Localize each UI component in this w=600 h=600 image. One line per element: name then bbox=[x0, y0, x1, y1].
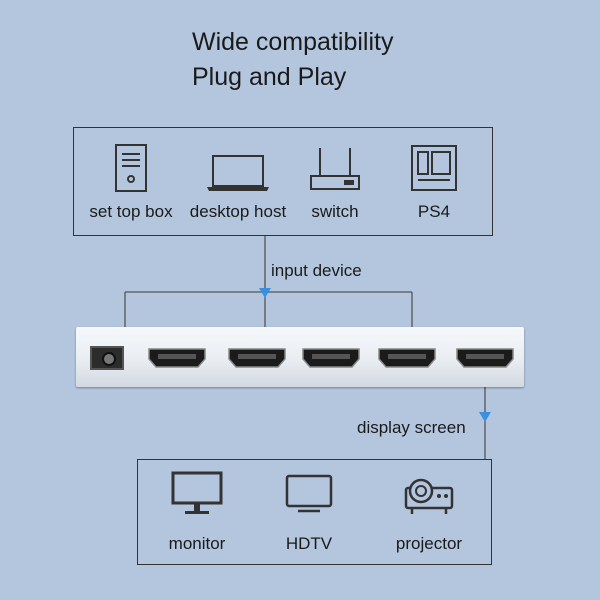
device-switch: switch bbox=[302, 144, 368, 222]
input-arrow-icon bbox=[259, 288, 271, 298]
device-label: monitor bbox=[168, 534, 226, 553]
projector-icon bbox=[404, 478, 454, 514]
hdmi-port-icon bbox=[456, 348, 514, 368]
device-label: switch bbox=[311, 202, 359, 221]
monitor-icon bbox=[171, 471, 223, 514]
input-devices-box bbox=[73, 127, 493, 236]
device-label: PS4 bbox=[417, 202, 451, 221]
dc-power-jack-icon bbox=[90, 346, 124, 370]
tv-icon bbox=[285, 474, 333, 513]
hdmi-port-icon bbox=[148, 348, 206, 368]
display-screen-label: display screen bbox=[357, 418, 466, 437]
title-line-2: Plug and Play bbox=[192, 63, 347, 91]
hdmi-port-icon bbox=[228, 348, 286, 368]
device-projector: projector bbox=[384, 470, 474, 554]
device-hdtv: HDTV bbox=[273, 470, 345, 554]
game-console-icon bbox=[411, 145, 457, 191]
hdmi-switch-device bbox=[76, 327, 524, 387]
device-label: desktop host bbox=[189, 202, 287, 221]
device-monitor: monitor bbox=[160, 470, 234, 554]
device-set-top-box: set top box bbox=[86, 144, 176, 222]
device-label: HDTV bbox=[285, 534, 333, 553]
title-line-1: Wide compatibility bbox=[192, 28, 394, 56]
device-label: set top box bbox=[89, 202, 173, 221]
device-ps4: PS4 bbox=[404, 144, 464, 222]
input-device-label: input device bbox=[271, 261, 362, 280]
device-label: projector bbox=[395, 534, 463, 553]
laptop-icon bbox=[207, 155, 269, 191]
router-icon bbox=[310, 148, 360, 190]
hdmi-port-icon bbox=[302, 348, 360, 368]
device-desktop-host: desktop host bbox=[184, 144, 292, 222]
output-arrow-icon bbox=[479, 412, 491, 422]
output-devices-box bbox=[137, 459, 492, 565]
set-top-box-icon bbox=[115, 144, 147, 192]
hdmi-port-icon bbox=[378, 348, 436, 368]
